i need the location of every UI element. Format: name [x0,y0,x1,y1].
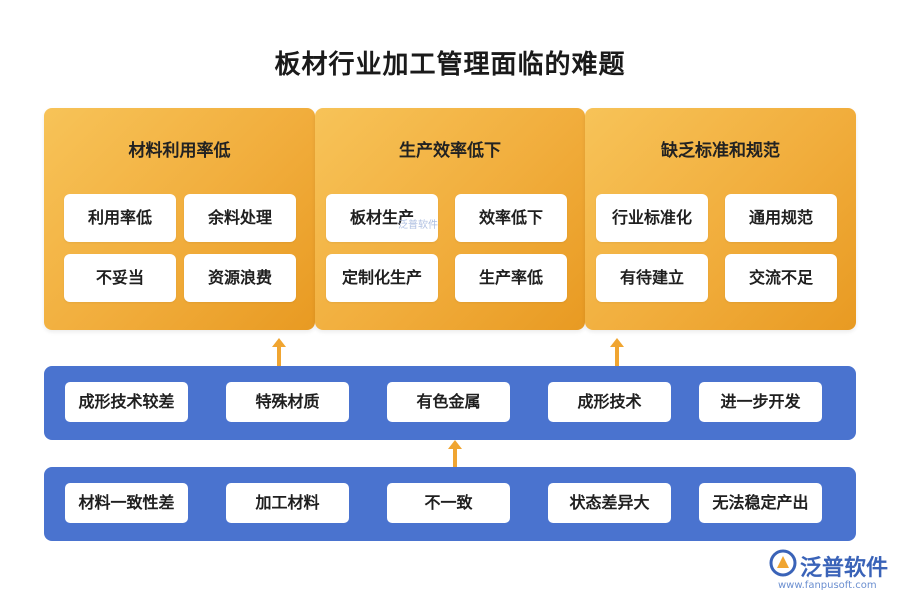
band-chip: 进一步开发 [699,382,822,422]
band-chip: 成形技术 [548,382,671,422]
chip: 通用规范 [725,194,837,242]
logo-url: www.fanpusoft.com [778,580,877,591]
double-arrow-icon [272,338,286,376]
panel-production-efficiency: 生产效率低下 板材生产 效率低下 定制化生产 生产率低 [315,108,585,330]
chip: 利用率低 [64,194,176,242]
band-consistency: 材料一致性差 加工材料 不一致 状态差异大 无法稳定产出 [44,467,856,541]
chip: 板材生产 [326,194,438,242]
chip: 效率低下 [455,194,567,242]
panel-heading: 材料利用率低 [128,141,231,161]
band-chip: 材料一致性差 [65,483,188,523]
chip: 余料处理 [184,194,296,242]
band-chip: 成形技术较差 [65,382,188,422]
watermark: 泛普软件 [398,220,438,231]
chip: 交流不足 [725,254,837,302]
band-chip: 加工材料 [226,483,349,523]
double-arrow-icon [448,440,462,478]
diagram-title: 板材行业加工管理面临的难题 [274,50,626,80]
band-chip: 不一致 [387,483,510,523]
double-arrow-icon [610,338,624,376]
band-chip: 状态差异大 [548,483,671,523]
panel-heading: 缺乏标准和规范 [661,141,780,161]
chip: 有待建立 [596,254,708,302]
chip: 定制化生产 [326,254,438,302]
fanpu-logo-icon [769,549,797,577]
band-chip: 无法稳定产出 [699,483,822,523]
chip: 资源浪费 [184,254,296,302]
panel-material-utilization: 材料利用率低 利用率低 余料处理 不妥当 资源浪费 [44,108,315,330]
panel-heading: 生产效率低下 [399,141,501,161]
band-technique: 成形技术较差 特殊材质 有色金属 成形技术 进一步开发 [44,366,856,440]
panel-standards: 缺乏标准和规范 行业标准化 通用规范 有待建立 交流不足 [585,108,856,330]
logo-name: 泛普软件 [800,556,889,581]
chip: 不妥当 [64,254,176,302]
band-chip: 特殊材质 [226,382,349,422]
chip: 生产率低 [455,254,567,302]
chip: 行业标准化 [596,194,708,242]
band-chip: 有色金属 [387,382,510,422]
